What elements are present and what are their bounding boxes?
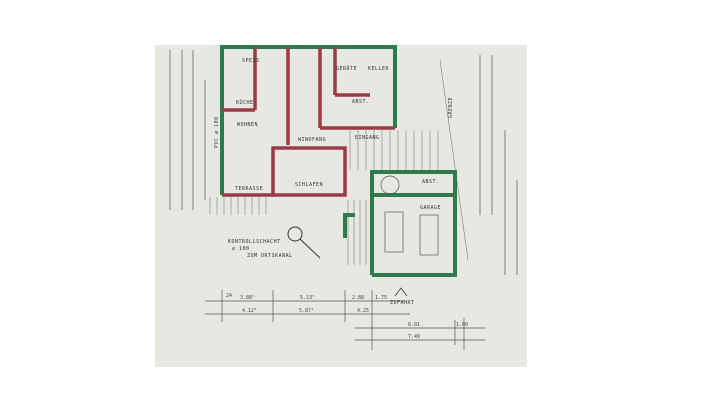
diameter-label: ⌀ 100	[232, 246, 250, 252]
room-schlafen: SCHLAFEN	[295, 182, 323, 188]
room-keller: KELLER	[368, 66, 390, 72]
room-geraete: GERÄTE	[336, 65, 357, 72]
room-eingang: EINGANG	[355, 135, 380, 141]
car-outline	[384, 211, 439, 256]
dimension: 2.88	[352, 295, 364, 301]
interior-walls	[222, 47, 395, 197]
dimension: 1.75	[375, 295, 387, 301]
dimension: 5.87⁵	[299, 308, 314, 314]
left-dimension-lines	[169, 50, 206, 210]
entry-arrow-icon	[394, 287, 408, 297]
wall-thickness-label: 24	[226, 293, 232, 299]
room-speis: SPEIS	[242, 58, 260, 64]
terrace-hatching	[209, 130, 439, 265]
dimension: 6.01	[408, 322, 420, 328]
room-wohnen: WOHNEN	[237, 122, 258, 128]
bottom-dimension-lines	[205, 290, 485, 350]
exterior-walls	[220, 45, 457, 277]
dimension-total: 7.49	[408, 334, 420, 340]
spiral-stair	[380, 175, 400, 195]
room-abst-garage: ABST.	[422, 179, 440, 185]
room-terrasse: TERRASSE	[235, 186, 263, 192]
dimension: 5.13⁵	[300, 295, 315, 301]
room-garage: GARAGE	[420, 205, 441, 211]
room-kueche: KÜCHE	[236, 99, 254, 106]
right-dimension-lines	[439, 55, 518, 275]
room-windfang: WINDFANG	[298, 137, 326, 143]
kontrollschacht-label: KONTROLLSCHACHT	[228, 239, 281, 245]
pvc-label: PVC ⌀ 100	[214, 116, 220, 148]
room-zufahrt: ZUFAHRT	[390, 300, 415, 306]
grenze-label: GRENZE	[448, 97, 454, 118]
drain-arrow	[299, 238, 321, 259]
room-abst: ABST.	[352, 99, 370, 105]
dimension: 3.88⁵	[240, 295, 255, 301]
dimension: 4.12⁵	[242, 308, 257, 314]
dimension: 1.00	[456, 322, 468, 328]
dimension: 4.25	[357, 308, 369, 314]
ortskanal-label: ZUM ORTSKANAL	[247, 253, 293, 259]
manhole-icon	[287, 226, 303, 242]
